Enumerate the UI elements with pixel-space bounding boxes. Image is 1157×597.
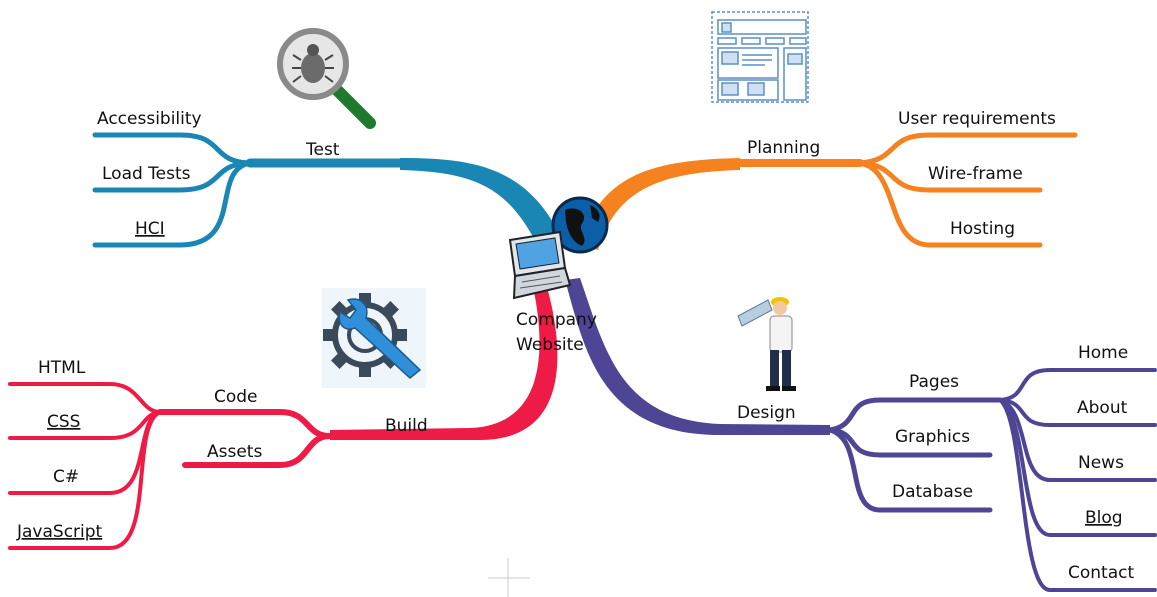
node-home: Home	[1078, 343, 1128, 363]
crosshair-marker	[488, 558, 530, 597]
magnifier-bug-icon	[277, 28, 376, 129]
branch-label-build: Build	[385, 416, 428, 436]
node-hosting: Hosting	[950, 219, 1015, 239]
center-label-line2: Website	[516, 335, 584, 355]
node-css: CSS	[47, 412, 80, 432]
branch-label-planning: Planning	[747, 138, 820, 158]
laptop-globe-icon	[508, 196, 609, 300]
node-assets: Assets	[207, 442, 262, 462]
node-code: Code	[214, 387, 258, 407]
node-javascript: JavaScript	[16, 522, 103, 542]
gear-wrench-icon	[322, 288, 426, 388]
node-load-tests: Load Tests	[102, 164, 191, 184]
node-database: Database	[892, 482, 973, 502]
architect-person-icon	[737, 297, 796, 391]
node-contact: Contact	[1068, 563, 1134, 583]
node-user-requirements: User requirements	[898, 109, 1056, 129]
node-blog: Blog	[1085, 508, 1123, 528]
node-news: News	[1078, 453, 1124, 473]
node-wire-frame: Wire-frame	[928, 164, 1023, 184]
branch-label-design: Design	[737, 403, 796, 423]
node-about: About	[1077, 398, 1128, 418]
wireframe-blueprint-icon	[711, 11, 809, 103]
center-label-line1: Company	[516, 310, 597, 330]
node-graphics: Graphics	[895, 427, 970, 447]
branch-build	[8, 280, 558, 550]
node-csharp: C#	[53, 467, 79, 487]
node-html: HTML	[38, 358, 86, 378]
node-hci: HCI	[135, 219, 165, 239]
branch-label-test: Test	[305, 140, 340, 160]
branch-design	[565, 278, 1157, 592]
node-accessibility: Accessibility	[97, 109, 202, 129]
node-pages: Pages	[909, 372, 959, 392]
